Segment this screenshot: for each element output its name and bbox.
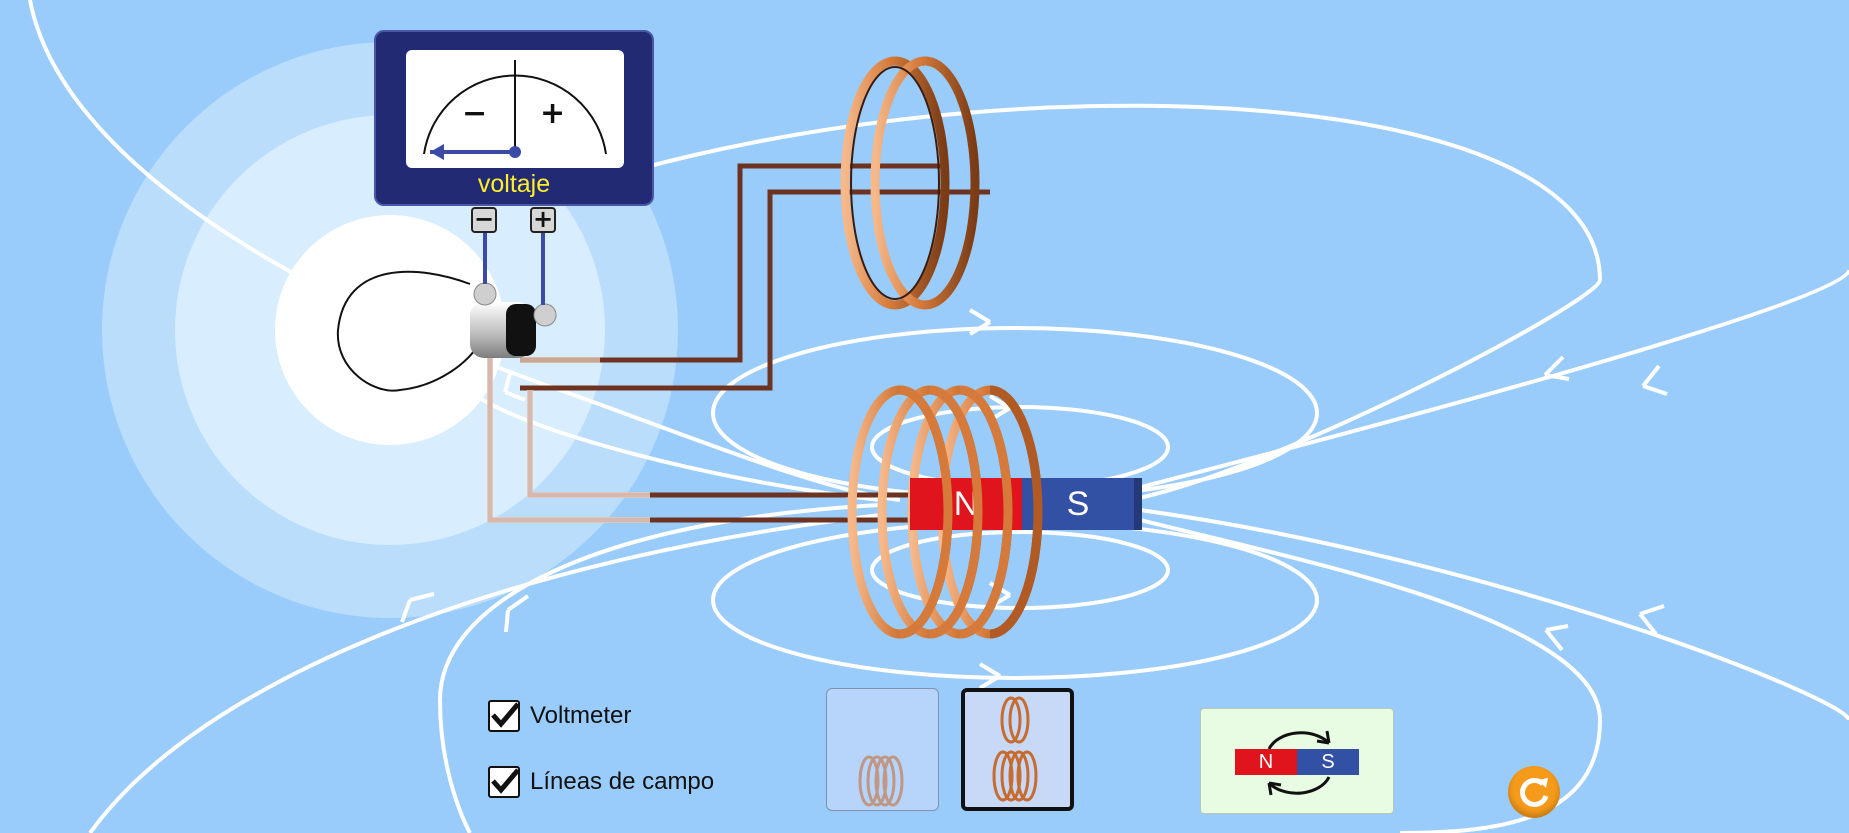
flip-magnet-button[interactable]: N S (1200, 708, 1394, 814)
flip-arrows-icon (1267, 730, 1331, 796)
magnet-end-face (1134, 478, 1142, 530)
reset-button[interactable] (1508, 766, 1560, 818)
two-coils-icon (992, 696, 1038, 802)
field-lines-checkbox-label: Líneas de campo (530, 768, 715, 795)
voltmeter-scale (423, 60, 607, 160)
two-coils-button[interactable] (961, 688, 1074, 811)
voltmeter-checkbox-label: Voltmeter (530, 702, 632, 729)
field-lines-checkbox[interactable] (488, 766, 520, 798)
checkmark-icon (491, 768, 520, 794)
one-coil-button[interactable] (826, 688, 939, 811)
bar-magnet[interactable]: N S (910, 478, 1142, 530)
voltmeter-plus-sign: + (540, 96, 566, 131)
voltmeter-terminal-minus: − (471, 207, 497, 233)
voltmeter-checkbox[interactable] (488, 700, 520, 732)
voltmeter-minus-sign: − (462, 96, 488, 131)
magnet-south-pole: S (1022, 478, 1134, 530)
upper-coil (840, 56, 980, 310)
light-bulb (336, 232, 557, 392)
magnet-north-pole: N (910, 478, 1022, 530)
flip-icon-south: S (1297, 749, 1359, 775)
checkmark-icon (491, 702, 520, 728)
single-coil-icon (858, 755, 904, 807)
flip-icon-north: N (1235, 749, 1297, 775)
voltmeter-label: voltaje (477, 170, 551, 198)
reset-icon (1520, 778, 1549, 807)
voltmeter-terminal-plus: + (530, 207, 556, 233)
field-lines-toggle[interactable]: Líneas de campo (488, 766, 714, 798)
voltmeter-toggle[interactable]: Voltmeter (488, 700, 631, 732)
